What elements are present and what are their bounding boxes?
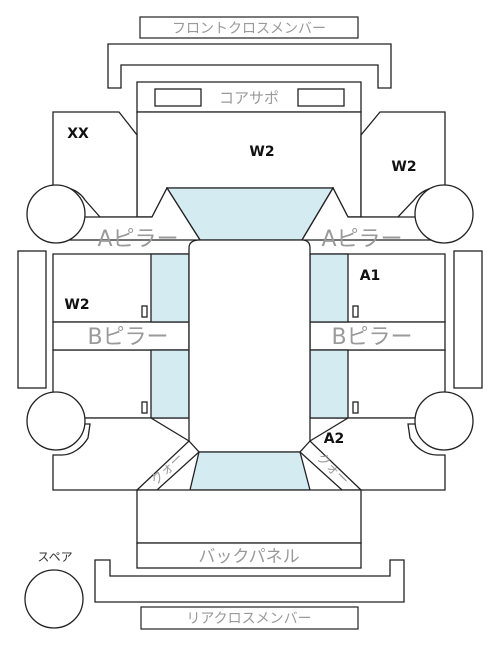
hood-code: W2 bbox=[249, 144, 274, 160]
left-mirror-panel[interactable] bbox=[17, 250, 47, 389]
rear-left-wheel-icon[interactable] bbox=[26, 391, 86, 451]
right-mirror-panel[interactable] bbox=[453, 250, 483, 389]
core-support-left-light bbox=[154, 88, 202, 107]
right-front-door-code: A1 bbox=[360, 268, 381, 284]
rear-cross-member-box bbox=[140, 606, 359, 630]
left-front-door-handle bbox=[141, 305, 148, 318]
back-panel-label: バックパネル bbox=[198, 547, 299, 567]
roof-panel[interactable] bbox=[188, 239, 311, 453]
right-front-door-handle bbox=[352, 305, 359, 318]
rear-left-quarter[interactable] bbox=[52, 417, 190, 491]
b-pillar-right-label: Bピラー bbox=[331, 325, 412, 350]
right-rear-window[interactable] bbox=[309, 349, 349, 419]
back-panel-part[interactable] bbox=[136, 542, 362, 569]
rear-cross-member-part[interactable] bbox=[94, 559, 405, 603]
right-rear-door-handle bbox=[352, 401, 359, 414]
rear-window[interactable] bbox=[189, 451, 311, 491]
a-pillar-left-label: Aピラー bbox=[97, 227, 178, 252]
front-cross-member-label: フロントクロスメンバー bbox=[172, 21, 326, 37]
core-support-label: コアサポ bbox=[219, 89, 279, 107]
spare-label: スペア bbox=[37, 550, 72, 564]
trunk-lid[interactable] bbox=[136, 489, 362, 544]
front-left-wheel-icon[interactable] bbox=[26, 184, 86, 244]
rear-right-quarter[interactable] bbox=[309, 417, 446, 491]
core-support-right-light bbox=[297, 88, 345, 107]
rear-right-wheel-icon[interactable] bbox=[414, 391, 474, 451]
left-front-window[interactable] bbox=[150, 253, 190, 323]
rear-right-quarter-code: A2 bbox=[324, 431, 345, 447]
left-rear-door-handle bbox=[141, 401, 148, 414]
b-pillar-left-label: Bピラー bbox=[87, 325, 168, 350]
left-front-door-code: W2 bbox=[64, 297, 89, 313]
left-rear-window[interactable] bbox=[150, 349, 190, 419]
front-right-wheel-icon[interactable] bbox=[414, 184, 474, 244]
spare-tire-icon[interactable] bbox=[24, 569, 84, 629]
b-pillar-right[interactable] bbox=[309, 321, 446, 351]
front-cross-member-box bbox=[139, 16, 359, 39]
front-right-fender-code: W2 bbox=[391, 159, 416, 175]
a-pillar-right-label: Aピラー bbox=[321, 227, 402, 252]
front-left-fender-code: XX bbox=[67, 126, 89, 142]
front-cross-member-part[interactable] bbox=[107, 43, 392, 89]
right-front-window[interactable] bbox=[309, 253, 349, 323]
rear-cross-member-label: リアクロスメンバー bbox=[186, 611, 311, 627]
